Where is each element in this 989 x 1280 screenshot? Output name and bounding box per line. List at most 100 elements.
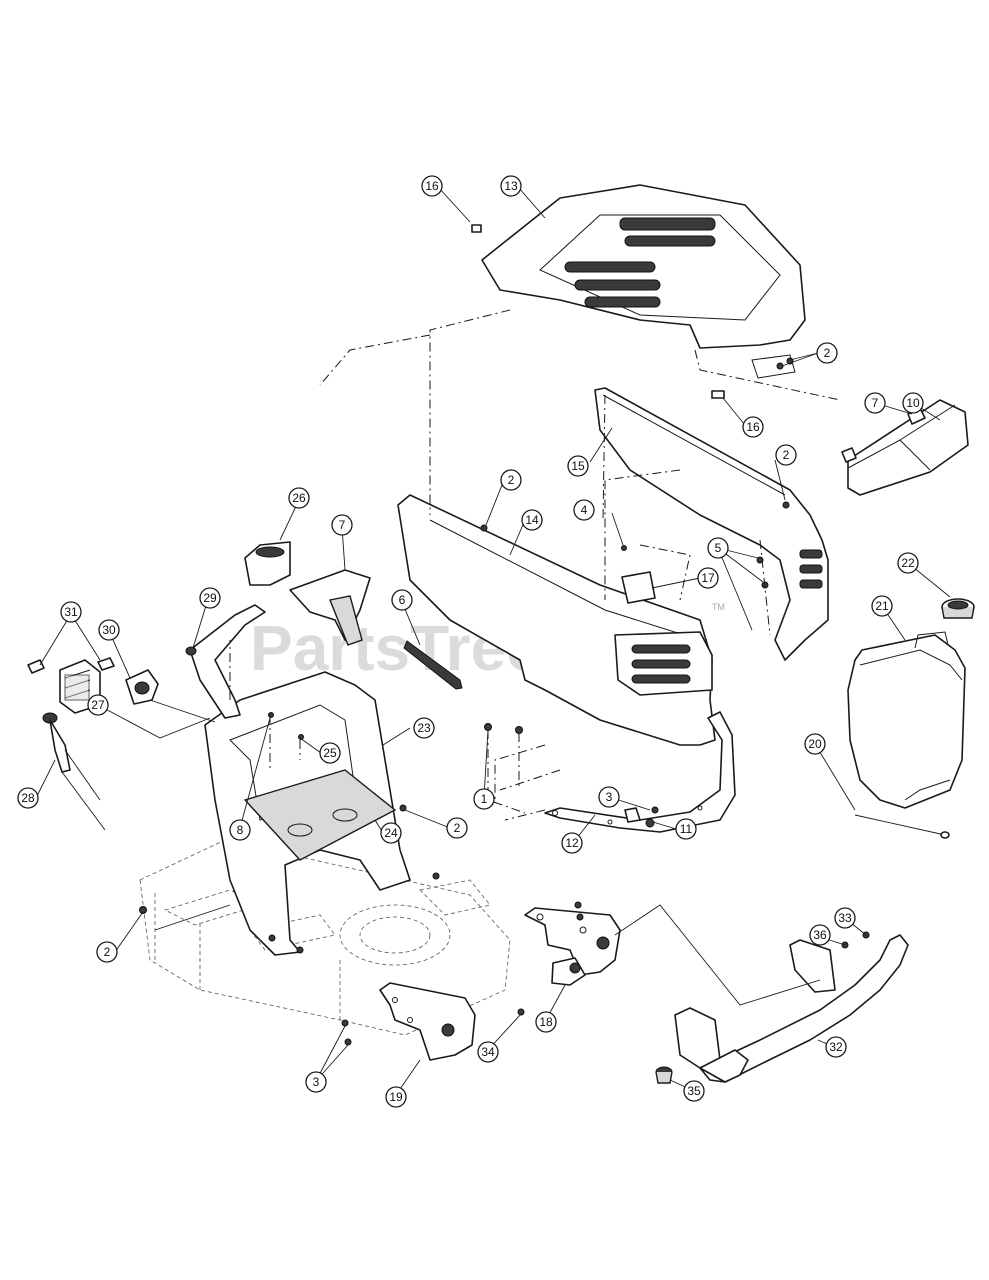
callout-24: 24: [380, 822, 402, 844]
hood-bracket: [544, 711, 736, 833]
callout-19: 19: [385, 1086, 407, 1108]
callout-3-bracket: 3: [598, 786, 620, 808]
front-panel: [397, 494, 716, 746]
svg-text:12: 12: [565, 836, 579, 850]
svg-text:17: 17: [701, 571, 715, 585]
svg-text:32: 32: [829, 1040, 843, 1054]
svg-text:16: 16: [425, 179, 439, 193]
svg-text:25: 25: [323, 746, 337, 760]
callout-28: 28: [17, 787, 39, 809]
svg-text:2: 2: [824, 346, 831, 360]
callout-2-chassis: 2: [96, 941, 118, 963]
fuel-line: [854, 814, 946, 836]
svg-text:8: 8: [237, 823, 244, 837]
svg-text:2: 2: [104, 945, 111, 959]
headlight-bulb-left: [841, 447, 857, 463]
callout-32: 32: [825, 1036, 847, 1058]
callout-4: 4: [573, 499, 595, 521]
throttle-lever: [42, 712, 106, 831]
callout-36: 36: [809, 924, 831, 946]
fuel-line-end: [940, 831, 950, 839]
svg-text:23: 23: [417, 721, 431, 735]
svg-text:28: 28: [21, 791, 35, 805]
callout-25: 25: [319, 742, 341, 764]
callout-7-column: 7: [331, 514, 353, 536]
svg-text:15: 15: [571, 459, 585, 473]
svg-text:31: 31: [64, 605, 78, 619]
svg-text:11: 11: [680, 822, 693, 836]
svg-text:36: 36: [813, 928, 827, 942]
svg-text:3: 3: [606, 790, 613, 804]
side-panel: [594, 387, 829, 661]
ignition-key-2: [97, 657, 115, 671]
svg-text:7: 7: [872, 396, 879, 410]
svg-text:10: 10: [906, 396, 920, 410]
svg-text:7: 7: [339, 518, 346, 532]
bumper-cap: [655, 1066, 673, 1084]
callout-35: 35: [683, 1080, 705, 1102]
svg-text:16: 16: [746, 420, 760, 434]
callout-2-side: 2: [775, 444, 797, 466]
svg-text:2: 2: [783, 448, 790, 462]
svg-text:14: 14: [525, 513, 539, 527]
callout-10: 10: [902, 392, 924, 414]
support-rod: [403, 640, 463, 690]
svg-text:29: 29: [203, 591, 217, 605]
svg-text:18: 18: [539, 1015, 553, 1029]
callout-5: 5: [707, 537, 729, 559]
callout-2-hood: 2: [816, 342, 838, 364]
callout-34: 34: [477, 1041, 499, 1063]
callout-31: 31: [60, 601, 82, 623]
callout-30: 30: [98, 619, 120, 641]
hood-latch-top: [471, 224, 482, 233]
steering-shroud: [289, 569, 371, 646]
hood: [481, 184, 806, 379]
svg-text:2: 2: [454, 821, 461, 835]
callout-27: 27: [87, 694, 109, 716]
svg-text:27: 27: [91, 698, 105, 712]
svg-text:24: 24: [384, 826, 398, 840]
dash-support: [204, 671, 411, 956]
svg-text:30: 30: [102, 623, 116, 637]
hood-vents: [564, 217, 716, 308]
svg-text:19: 19: [389, 1090, 403, 1104]
svg-text:5: 5: [715, 541, 722, 555]
ignition-key: [27, 659, 45, 674]
hood-latch-side: [711, 390, 725, 399]
callout-6: 6: [391, 589, 413, 611]
svg-text:34: 34: [481, 1045, 495, 1059]
svg-text:1: 1: [481, 792, 488, 806]
svg-text:13: 13: [504, 179, 518, 193]
callout-23: 23: [413, 717, 435, 739]
callout-3-axle: 3: [305, 1071, 327, 1093]
axle-bracket-right: [524, 907, 621, 986]
leader-lines: [35, 187, 951, 1096]
callout-11: 11: [675, 818, 697, 840]
callout-15: 15: [567, 455, 589, 477]
callout-8: 8: [229, 819, 251, 841]
callout-16-top: 16: [421, 175, 443, 197]
callout-26: 26: [288, 487, 310, 509]
assembly-lines: [229, 309, 841, 821]
svg-text:22: 22: [901, 556, 915, 570]
callout-17: 17: [697, 567, 719, 589]
panel-bracket: [621, 571, 656, 604]
callout-12: 12: [561, 832, 583, 854]
callout-13: 13: [500, 175, 522, 197]
callout-2-front: 2: [500, 469, 522, 491]
callout-18: 18: [535, 1011, 557, 1033]
steering-tube: [189, 604, 266, 719]
callout-22: 22: [897, 552, 919, 574]
fuel-tank: [847, 631, 966, 809]
watermark-trademark: TM: [712, 602, 725, 612]
svg-text:35: 35: [687, 1084, 701, 1098]
callout-29: 29: [199, 587, 221, 609]
svg-text:3: 3: [313, 1075, 320, 1089]
grille: [847, 399, 969, 496]
svg-text:21: 21: [875, 599, 889, 613]
callout-1: 1: [473, 788, 495, 810]
fuel-cap: [941, 598, 975, 619]
steering-cap: [244, 541, 291, 586]
callout-2-dash: 2: [446, 817, 468, 839]
